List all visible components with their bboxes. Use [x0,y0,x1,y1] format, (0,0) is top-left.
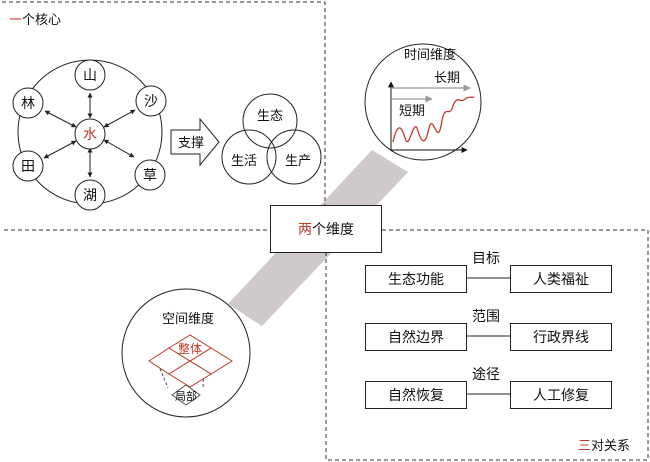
two-dimensions-red: 两 [298,222,312,238]
relation-connectors [466,277,510,395]
relation-right-label-2: 行政界线 [533,330,589,346]
core-panel-border [2,1,326,231]
relation-left-label-2: 自然边界 [388,330,444,346]
mountain-node: 山 [74,59,106,91]
relation-left-box-2: 自然边界 [365,323,467,351]
short-term-label: 短期 [399,104,425,119]
relation-right-label-3: 人工修复 [533,388,589,404]
venn-production: 生产 [285,154,311,169]
support-arrow [170,117,220,167]
core-arrows [43,92,136,178]
relation-mid-label-1: 目标 [472,251,500,267]
part-label: 局部 [175,389,197,403]
relation-mid-label-3: 途径 [472,367,500,383]
time-title: 时间维度 [404,47,456,63]
two-dimensions-box: 两个维度 [270,205,382,253]
field-label: 田 [21,159,35,175]
venn-ecology: 生态 [257,109,283,124]
water-label: 水 [83,127,97,143]
time-series-curve [392,96,475,143]
lake-label: 湖 [83,188,97,204]
time-dimension-circle [364,43,482,161]
venn-diagram [221,93,322,185]
water-node [74,118,106,150]
whole-tile-top [168,334,212,362]
forest-node: 林 [12,87,44,119]
relation-mid-label-2: 范围 [472,309,500,325]
relation-left-box-3: 自然恢复 [365,381,467,409]
relation-right-box-1: 人类福祉 [510,265,612,293]
whole-tile-bottom [168,360,212,388]
grass-node: 草 [134,159,166,191]
sand-label: 沙 [144,94,158,110]
relations-panel-title: 三对关系 [578,439,630,454]
sand-node: 沙 [135,85,167,117]
venn-living: 生活 [231,154,257,169]
mountain-label: 山 [83,68,97,84]
two-dimensions-rest: 个维度 [312,222,354,238]
relation-right-label-1: 人类福祉 [533,272,589,288]
relation-left-label-3: 自然恢复 [388,388,444,404]
long-term-label: 长期 [434,71,460,86]
relation-left-box-1: 生态功能 [365,265,467,293]
relation-left-label-1: 生态功能 [388,272,444,288]
forest-label: 林 [21,96,35,112]
field-node: 田 [12,150,44,182]
space-title: 空间维度 [162,311,214,327]
lake-node: 湖 [74,179,106,211]
relation-right-box-3: 人工修复 [510,381,612,409]
grass-label: 草 [143,168,157,184]
whole-label: 整体 [178,341,202,356]
support-label: 支撑 [178,136,204,151]
relation-right-box-2: 行政界线 [510,323,612,351]
part-tile [171,384,201,406]
core-panel-title: 一个核心 [9,13,61,28]
